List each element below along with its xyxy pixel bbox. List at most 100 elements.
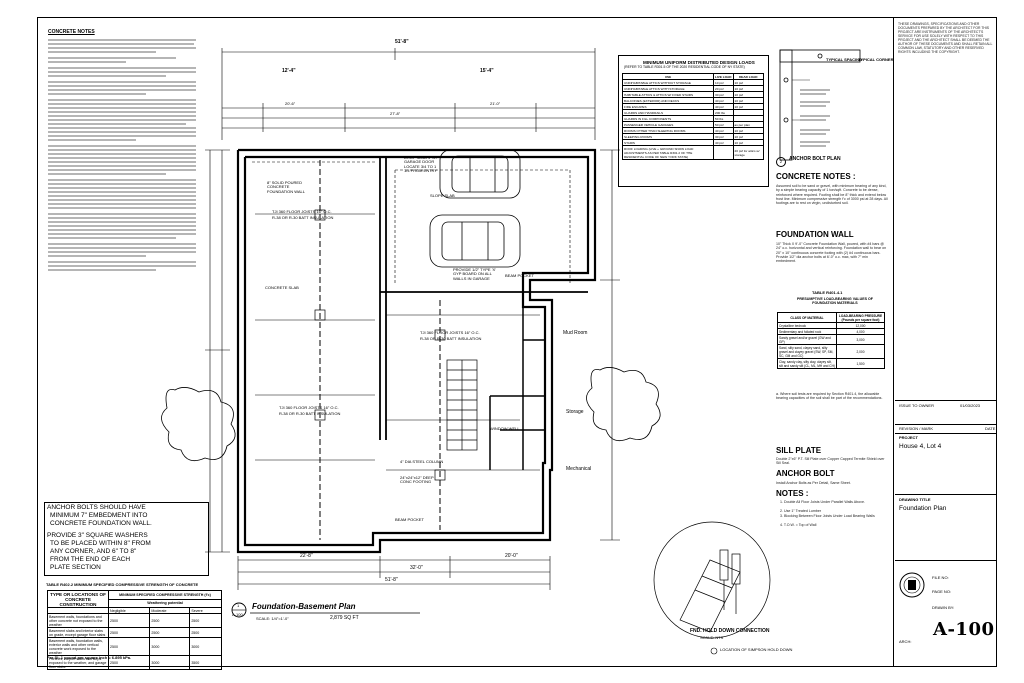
notes-item-4: 4. T.O.W. = Top of Wall [780, 523, 817, 527]
foundation-wall-title: FOUNDATION WALL [776, 230, 854, 239]
label-steel-col: 4" DIA STEEL COLUMN [400, 459, 444, 464]
anchor-bolt-note-box [44, 502, 209, 576]
drawing-title: Foundation Plan [899, 505, 947, 512]
anchor-note-line-8: PLATE SECTION [50, 564, 101, 571]
anchor-note-line-2: MINIMUM 7" EMBEDMENT INTO [50, 512, 148, 519]
file-no-label: FILE NO: [932, 575, 949, 580]
plan-dim-bottom-1: 22'-8" [300, 553, 313, 559]
strength-cell: 2500 [107, 655, 151, 670]
strength-header-type: TYPE OR LOCATIONS OF CONCRETE CONSTRUCTI… [47, 590, 109, 608]
bearing-cell: 3,000 [836, 334, 885, 345]
strength-cell: 3000 [149, 655, 191, 670]
strength-table-title: TABLE R402.2 MINIMUM SPECIFIED COMPRESSI… [46, 582, 199, 587]
issue-label: ISSUE TO OWNER [899, 403, 934, 408]
sheet-number: A-100 [933, 619, 995, 640]
label-beam-pocket-1: BEAM POCKET [505, 273, 534, 278]
anchor-plan-title: ANCHOR BOLT PLAN [789, 156, 841, 162]
holddown-location-icon [710, 647, 718, 655]
bearing-header: CLASS OF MATERIAL [777, 312, 837, 323]
label-insulation-1: R-38 OR R-30 BATT INSULATION [272, 215, 334, 220]
room-mud-room: Mud Room [563, 330, 588, 336]
strength-cell: 3500 [189, 655, 222, 670]
bearing-table-subtitle: PRESUMPTIVE LOAD-BEARING VALUES OF FOUND… [796, 297, 873, 305]
plan-scale: SCALE: 1/4"=1'-0" [256, 616, 289, 621]
page-no-label: PAGE NO: [932, 589, 952, 594]
anchor-note-line-1: ANCHOR BOLTS SHOULD HAVE [47, 504, 146, 511]
label-concrete-slab: CONCRETE SLAB [265, 285, 299, 290]
plan-dim-top-2: 15'-4" [480, 68, 494, 74]
tb-divider [895, 424, 997, 425]
anchor-note-line-6: ANY CORNER, AND 6" TO 8" [50, 548, 137, 555]
loads-title: MINIMUM UNIFORM DISTRIBUTED DESIGN LOADS [643, 60, 755, 65]
plan-dim-top-3: 20'-6" [285, 101, 296, 106]
label-window-well: WINDOW WELL [490, 426, 520, 431]
anchor-bolt-plan-drawing [779, 49, 861, 161]
title-block-disclaimer: THESE DRAWINGS, SPECIFICATIONS AND OTHER… [898, 22, 993, 54]
holddown-title: FND. HOLD DOWN CONNECTION [690, 628, 770, 634]
bearing-header: LOAD-BEARING PRESSURE (Pounds per square… [836, 312, 885, 323]
arch-label: ARCH: [899, 639, 912, 644]
strength-row-label: Porches, carport slabs and steps exposed… [47, 655, 109, 670]
drawn-by-label: DRAWN BY: [932, 605, 955, 610]
label-joists-2: TJI 360 FLOOR JOISTS 16" O.C. [420, 330, 480, 335]
strength-footnote: For SI: 1 pound per square inch = 6.895 … [47, 655, 132, 660]
project-label: PROJECT [899, 435, 918, 440]
concrete-notes-title: CONCRETE NOTES [48, 29, 95, 35]
label-insulation-2: R-38 OR R-30 BATT INSULATION [420, 336, 482, 341]
tb-divider [895, 400, 997, 401]
project-name: House 4, Lot 4 [899, 443, 942, 450]
room-mechanical: Mechanical [566, 466, 592, 472]
loads-cell: ROOF LOADING (LIVE + GROUND SNOW LOAD AD… [622, 145, 714, 160]
bearing-footnote: a. Where soil tests are required by Sect… [776, 392, 883, 401]
anchor-bolt-title: ANCHOR BOLT [776, 469, 835, 478]
label-footing: 24"x24"x12" DEEP CONC FOOTING [400, 475, 434, 485]
holddown-scale: SCALE: NTS [700, 635, 724, 640]
concrete-notes-right-title: CONCRETE NOTES : [776, 172, 856, 181]
label-provide-gyp: PROVIDE 1/2" TYPE 'X' GYP BOARD ON ALL W… [453, 267, 496, 281]
notes-item-1: 1. Double All Floor Joists Under Paralle… [780, 500, 865, 504]
bearing-cell: 2,000 [836, 344, 885, 359]
plan-area: 2,879 SQ FT [330, 615, 359, 621]
label-garage-slab: SLOPE SLAB [430, 193, 455, 198]
date-label: DATE [985, 426, 996, 431]
loads-cell [713, 145, 734, 160]
bearing-cell: Sand, silty sand, clayey sand, silty gra… [777, 344, 837, 359]
drawing-sheet [37, 17, 997, 667]
tb-divider [895, 433, 997, 434]
label-insulation-3: R-38 OR R-30 BATT INSULATION [279, 411, 341, 416]
revision-label: REVISION / MARK [899, 426, 934, 431]
plan-title: Foundation-Basement Plan [252, 602, 356, 611]
typical-corner-label: TYPICAL CORNER [858, 57, 894, 62]
plan-detail-number: 1 [237, 603, 240, 608]
label-joists-3: TJI 360 FLOOR JOISTS 16" O.C. [279, 405, 339, 410]
label-ext-wall: 8" SOLID POURED CONCRETE FOUNDATION WALL [267, 180, 306, 194]
sill-plate-text: Double 2"x6" P.T. Sill Plate over Copper… [776, 457, 885, 466]
holddown-note: LOCATION OF SIMPSON HOLD DOWN [720, 647, 793, 652]
tb-divider [895, 560, 997, 561]
issue-date: 01/03/2023 [960, 403, 981, 408]
anchor-note-line-7: FROM THE END OF EACH [50, 556, 131, 563]
plan-dim-top-1: 12'-4" [282, 68, 296, 74]
architect-seal [899, 572, 925, 598]
loads-table-frame [618, 55, 769, 187]
plan-dim-top-4: 51'-8" [395, 39, 409, 45]
label-drop-slab: DROP SLAB 4" AT GARAGE DOOR LOCATE 3/4 T… [404, 155, 438, 174]
bearing-table-title: TABLE R401.4.1 [812, 290, 843, 295]
notes-item-3: 3. Blocking Between Floor Joists Under L… [780, 514, 875, 518]
sill-plate-title: SILL PLATE [776, 446, 822, 455]
strength-row-label: Basement walls, foundation walls, exteri… [47, 637, 109, 656]
plan-dim-bottom-3: 51'-8" [385, 577, 398, 583]
notes-item-2: 2. Use 1" Treated Lumber [780, 509, 822, 513]
anchor-bolt-text: Install Anchor Bolts as Per Detail, Same… [776, 481, 851, 485]
anchor-note-line-4: PROVIDE 3" SQUARE WASHERS [47, 532, 148, 539]
plan-dim-bottom-4: 20'-0" [505, 553, 518, 559]
plan-sheet-ref: A-100 [232, 612, 243, 617]
loads-subtitle: (REFER TO TABLE R301.5 OF THE 2020 RESID… [624, 65, 745, 69]
label-beam-pocket-2: BEAM POCKET [395, 517, 424, 522]
room-storage: Storage [566, 409, 584, 415]
concrete-notes-right-text: Assumed soil to be sand or gravel, with … [776, 184, 888, 206]
foundation-wall-text: 10" Thick X 9'-0" Concrete Foundation Wa… [776, 242, 887, 264]
notes-title: NOTES : [776, 489, 809, 498]
strength-table: TYPE OR LOCATIONS OF CONCRETE CONSTRUCTI… [47, 590, 222, 670]
